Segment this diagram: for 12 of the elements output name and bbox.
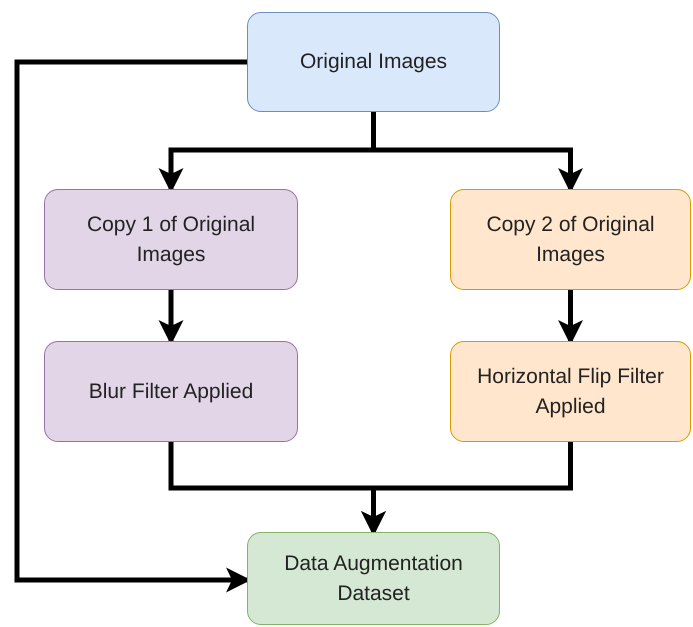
box-label: Copy 2 of Original Images [485,212,656,268]
process-box [44,189,298,290]
box-label: Data Augmentation Dataset [283,551,464,606]
process-box [450,189,691,290]
process-box [44,341,298,442]
process-box [247,532,500,625]
box-label: Blur Filter Applied [88,378,254,405]
box-label: Original Images [298,49,448,76]
process-box [450,341,691,442]
process-box [247,12,500,112]
box-label: Copy 1 of Original Images [86,212,256,268]
box-label: Horizontal Flip Filter Applied [476,364,665,420]
